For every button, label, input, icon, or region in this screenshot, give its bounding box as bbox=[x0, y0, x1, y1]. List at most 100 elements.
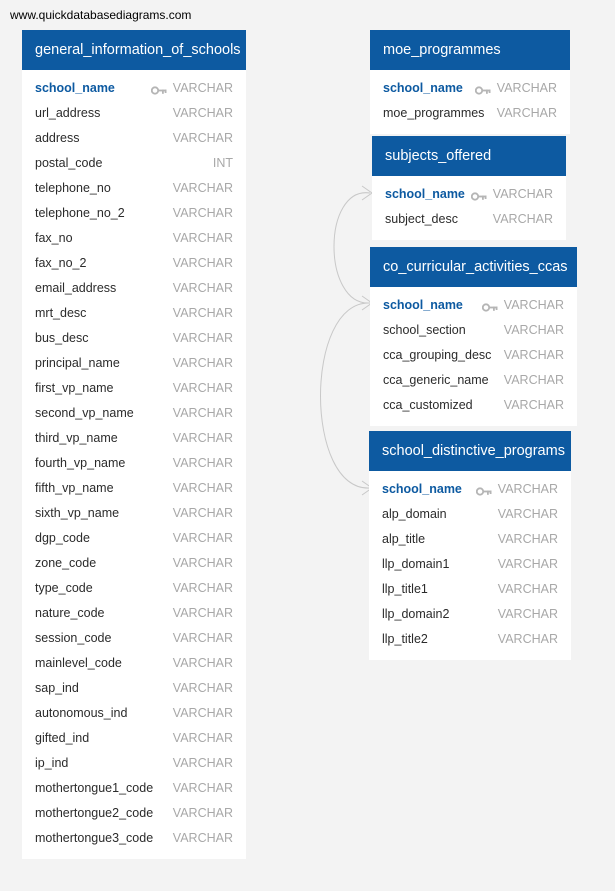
column-name: zone_code bbox=[35, 556, 97, 570]
column-type: VARCHAR bbox=[497, 482, 558, 496]
table-title[interactable]: school_distinctive_programs bbox=[369, 431, 571, 471]
column-type: VARCHAR bbox=[172, 606, 233, 620]
column-name: first_vp_name bbox=[35, 381, 114, 395]
column-type: VARCHAR bbox=[172, 831, 233, 845]
column-name: school_name bbox=[383, 298, 463, 312]
column-type: VARCHAR bbox=[172, 581, 233, 595]
column-type: VARCHAR bbox=[172, 81, 233, 95]
column-name: alp_title bbox=[382, 532, 426, 546]
column-row[interactable]: third_vp_name VARCHAR bbox=[22, 426, 246, 451]
key-icon bbox=[474, 84, 491, 95]
column-name: cca_customized bbox=[383, 398, 473, 412]
table-title[interactable]: moe_programmes bbox=[370, 30, 570, 70]
column-type: VARCHAR bbox=[172, 431, 233, 445]
column-type: VARCHAR bbox=[172, 756, 233, 770]
table-title[interactable]: general_information_of_schools bbox=[22, 30, 246, 70]
column-type: VARCHAR bbox=[497, 507, 558, 521]
table-title[interactable]: subjects_offered bbox=[372, 136, 566, 176]
column-type: VARCHAR bbox=[172, 481, 233, 495]
column-type: VARCHAR bbox=[496, 106, 557, 120]
column-type: VARCHAR bbox=[172, 456, 233, 470]
key-icon bbox=[475, 485, 492, 496]
column-name: mothertongue1_code bbox=[35, 781, 154, 795]
column-name: cca_generic_name bbox=[383, 373, 489, 387]
column-type: VARCHAR bbox=[172, 181, 233, 195]
column-name: moe_programmes bbox=[383, 106, 485, 120]
watermark: www.quickdatabasediagrams.com bbox=[10, 8, 192, 22]
column-name: ip_ind bbox=[35, 756, 69, 770]
key-icon bbox=[150, 84, 167, 95]
column-type: VARCHAR bbox=[172, 231, 233, 245]
column-name: sixth_vp_name bbox=[35, 506, 120, 520]
column-row[interactable]: moe_programmes VARCHAR bbox=[370, 101, 570, 126]
column-name: postal_code bbox=[35, 156, 103, 170]
column-row[interactable]: type_code VARCHAR bbox=[22, 576, 246, 601]
column-name: type_code bbox=[35, 581, 93, 595]
table-co-curricular-activities-ccas[interactable]: co_curricular_activities_ccas school_nam… bbox=[370, 247, 577, 426]
column-row[interactable]: zone_code VARCHAR bbox=[22, 551, 246, 576]
column-type: VARCHAR bbox=[497, 607, 558, 621]
column-name: school_name bbox=[383, 81, 463, 95]
column-row[interactable]: alp_domain VARCHAR bbox=[369, 502, 571, 527]
column-name: cca_grouping_desc bbox=[383, 348, 492, 362]
column-name: mothertongue3_code bbox=[35, 831, 154, 845]
column-type: VARCHAR bbox=[172, 531, 233, 545]
table-general-information-of-schools[interactable]: general_information_of_schools school_na… bbox=[22, 30, 246, 859]
column-name: principal_name bbox=[35, 356, 120, 370]
column-row[interactable]: ip_ind VARCHAR bbox=[22, 751, 246, 776]
column-row[interactable]: mothertongue3_code VARCHAR bbox=[22, 826, 246, 851]
column-name: third_vp_name bbox=[35, 431, 118, 445]
relation-subjects-cca bbox=[333, 192, 371, 304]
table-title[interactable]: co_curricular_activities_ccas bbox=[370, 247, 577, 287]
column-type: VARCHAR bbox=[172, 656, 233, 670]
column-type: VARCHAR bbox=[172, 731, 233, 745]
column-name: session_code bbox=[35, 631, 112, 645]
column-type: VARCHAR bbox=[172, 556, 233, 570]
column-name: second_vp_name bbox=[35, 406, 134, 420]
column-name: alp_domain bbox=[382, 507, 447, 521]
